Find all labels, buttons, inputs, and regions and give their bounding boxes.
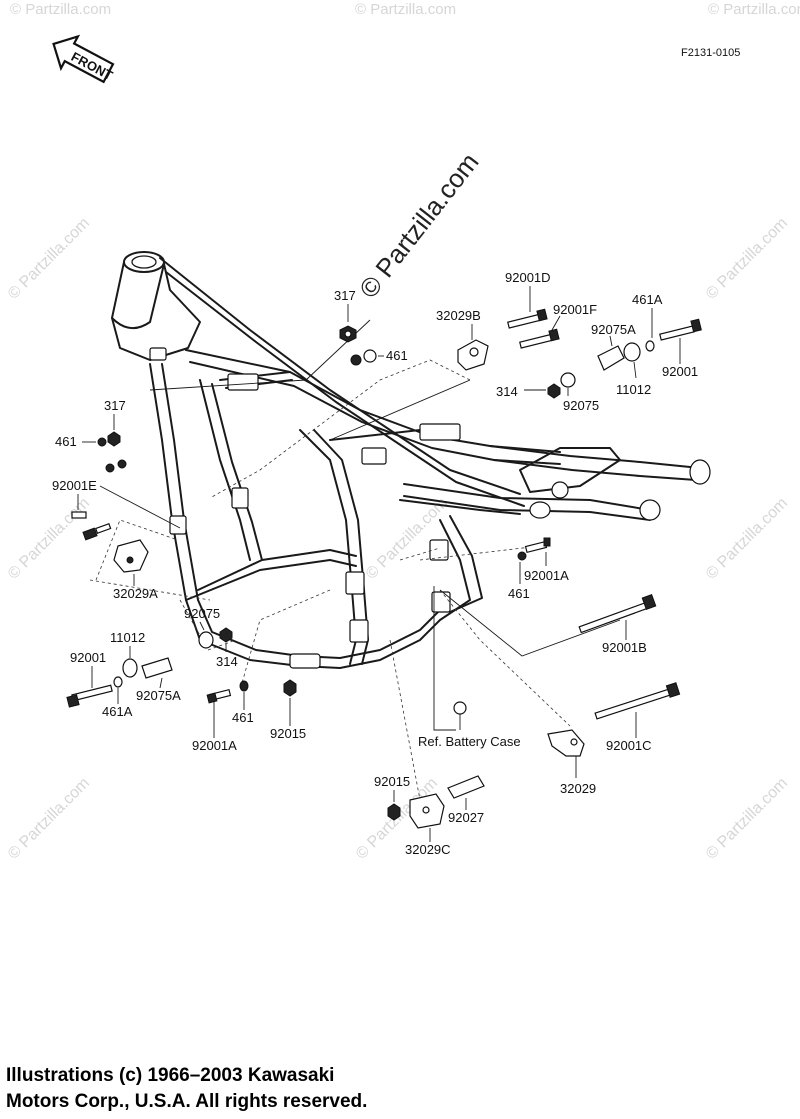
figure-code: F2131-0105 xyxy=(681,47,740,59)
watermark-mid-2: © Partzilla.com xyxy=(363,495,451,583)
callout-32029C: 32029C xyxy=(405,842,451,857)
callout-92015-bottom: 92015 xyxy=(374,774,410,789)
parts-lower-right xyxy=(387,537,681,842)
callout-92001A-left: 92001A xyxy=(192,738,237,753)
watermark-left-2: © Partzilla.com xyxy=(5,495,93,583)
watermark-right-1: © Partzilla.com xyxy=(703,215,791,303)
parts-top-right xyxy=(339,286,702,399)
callout-92001-top: 92001 xyxy=(662,364,698,379)
copyright-line-1: Illustrations (c) 1966–2003 Kawasaki xyxy=(6,1065,335,1086)
callout-92001D: 92001D xyxy=(505,270,551,285)
callout-314-top: 314 xyxy=(496,384,518,399)
front-arrow: FRONT xyxy=(52,34,115,84)
copyright-notice: Illustrations (c) 1966–2003 Kawasaki Mot… xyxy=(6,1063,526,1115)
callout-92001C: 92001C xyxy=(606,738,652,753)
callout-92015-mid: 92015 xyxy=(270,726,306,741)
callout-ref-battery-case: Ref. Battery Case xyxy=(418,734,521,749)
callout-32029A: 32029A xyxy=(113,586,158,601)
watermark-right-3: © Partzilla.com xyxy=(703,775,791,863)
watermark-left-1: © Partzilla.com xyxy=(5,215,93,303)
watermark-center: © Partzilla.com xyxy=(353,147,485,304)
callout-317-left: 317 xyxy=(104,398,126,413)
watermark-top-mid: © Partzilla.com xyxy=(355,1,456,18)
callout-92001A-right: 92001A xyxy=(524,568,569,583)
parts-left xyxy=(66,414,297,738)
callout-92001F: 92001F xyxy=(553,302,597,317)
callout-317-top: 317 xyxy=(334,288,356,303)
watermark-top-left: © Partzilla.com xyxy=(10,1,111,18)
callout-461-right: 461 xyxy=(508,586,530,601)
callout-92075A-left: 92075A xyxy=(136,688,181,703)
callout-92075A-top: 92075A xyxy=(591,322,636,337)
callout-labels: 317 461 32029B 92001D 92001F 461A 92075A… xyxy=(52,270,698,857)
callout-314-left: 314 xyxy=(216,654,238,669)
watermark-top-right: © Partzilla.com xyxy=(708,1,800,18)
watermark-right-2: © Partzilla.com xyxy=(703,495,791,583)
callout-461-bottom: 461 xyxy=(232,710,254,725)
callout-92075-top: 92075 xyxy=(563,398,599,413)
callout-11012-left: 11012 xyxy=(110,630,145,645)
callout-92001E: 92001E xyxy=(52,478,97,493)
callout-92001-left: 92001 xyxy=(70,650,106,665)
callout-32029B: 32029B xyxy=(436,308,481,323)
copyright-line-2: Motors Corp., U.S.A. All rights reserved… xyxy=(6,1091,368,1112)
callout-11012-top: 11012 xyxy=(616,382,651,397)
callout-92075-left: 92075 xyxy=(184,606,220,621)
watermark-left-3: © Partzilla.com xyxy=(5,775,93,863)
callout-92001B: 92001B xyxy=(602,640,647,655)
callout-461A-left: 461A xyxy=(102,704,133,719)
callout-92027: 92027 xyxy=(448,810,484,825)
callout-32029: 32029 xyxy=(560,781,596,796)
callout-461A-top: 461A xyxy=(632,292,663,307)
callout-461-left: 461 xyxy=(55,434,77,449)
callout-461-top: 461 xyxy=(386,348,408,363)
